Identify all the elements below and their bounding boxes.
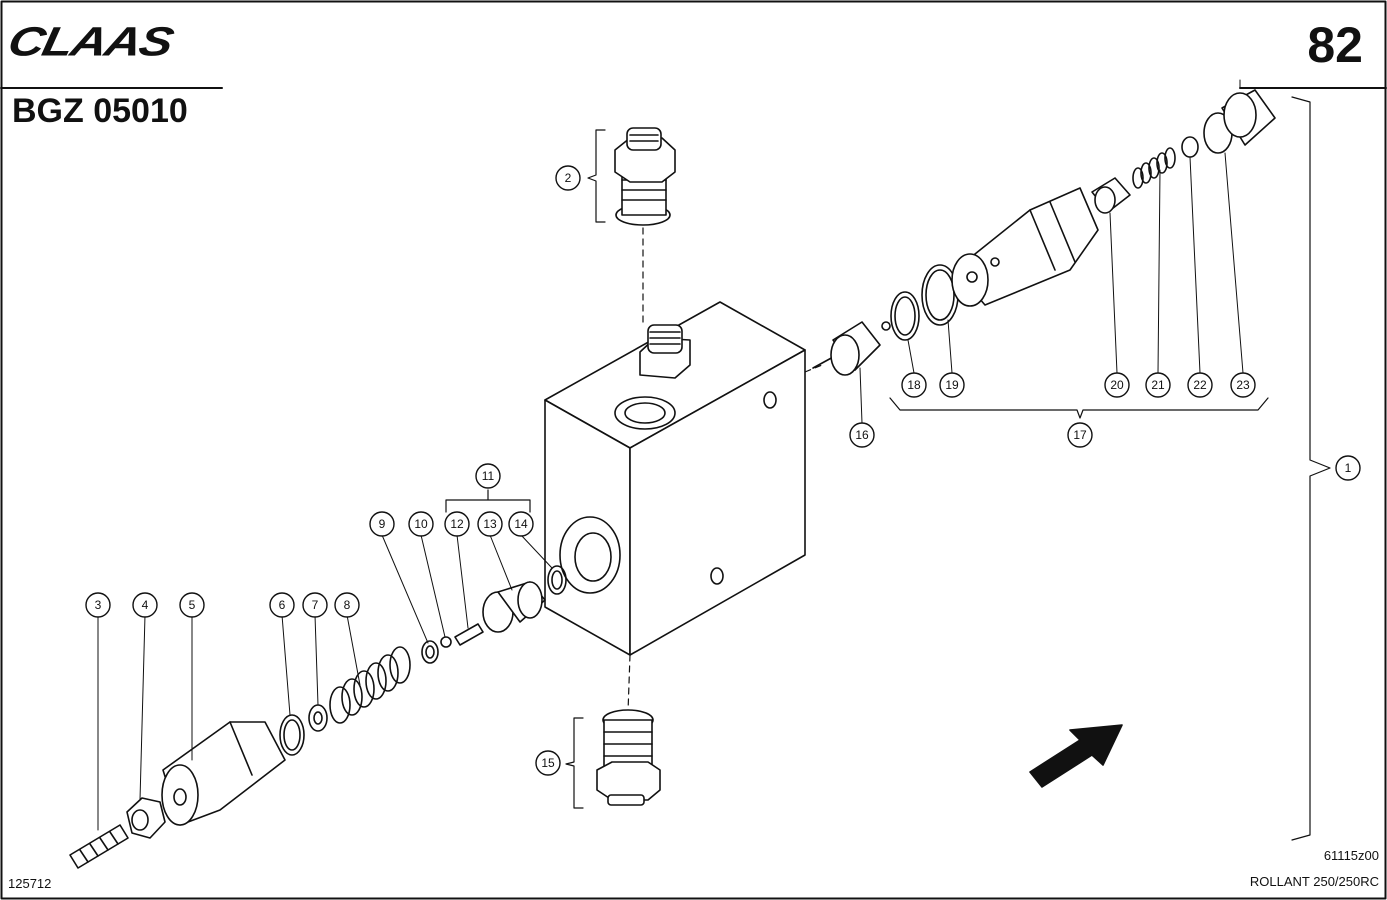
brackets bbox=[445, 96, 1331, 841]
diagram-code: BGZ 05010 bbox=[12, 92, 188, 130]
valve-block bbox=[544, 301, 806, 656]
right-exploded-parts bbox=[812, 89, 1276, 376]
callout-12: 12 bbox=[450, 517, 464, 531]
callout-2: 2 bbox=[565, 171, 572, 185]
part-2-fitting bbox=[614, 127, 676, 226]
part-8-spring bbox=[329, 646, 411, 724]
callout-4: 4 bbox=[142, 598, 149, 612]
callout-8: 8 bbox=[344, 598, 351, 612]
callout-10: 10 bbox=[414, 517, 428, 531]
callout-19: 19 bbox=[945, 378, 959, 392]
callout-13: 13 bbox=[483, 517, 497, 531]
footer-model: ROLLANT 250/250RC bbox=[1249, 874, 1379, 889]
callout-21: 21 bbox=[1151, 378, 1165, 392]
callout-20: 20 bbox=[1110, 378, 1124, 392]
callout-17: 17 bbox=[1073, 428, 1087, 442]
callout-3: 3 bbox=[95, 598, 102, 612]
arrow-icon bbox=[1029, 724, 1123, 788]
callout-22: 22 bbox=[1193, 378, 1207, 392]
callout-bubbles bbox=[85, 165, 1361, 776]
callout-11: 11 bbox=[482, 469, 495, 483]
part-15-fitting bbox=[596, 709, 661, 806]
callout-9: 9 bbox=[379, 517, 386, 531]
callout-1: 1 bbox=[1345, 461, 1352, 475]
page-number: 82 bbox=[1307, 17, 1363, 73]
footer-reference: 61115z00 bbox=[1323, 848, 1379, 863]
block-top-fitting bbox=[639, 324, 691, 379]
callout-14: 14 bbox=[514, 517, 528, 531]
callout-18: 18 bbox=[907, 378, 921, 392]
callout-16: 16 bbox=[855, 428, 869, 442]
part-21-spring bbox=[1132, 147, 1176, 189]
callout-leaders bbox=[97, 152, 1244, 831]
callout-15: 15 bbox=[541, 756, 555, 770]
callout-6: 6 bbox=[279, 598, 286, 612]
left-exploded-parts bbox=[69, 565, 567, 869]
callout-23: 23 bbox=[1236, 378, 1250, 392]
callout-7: 7 bbox=[312, 598, 319, 612]
footer-left-code: 125712 bbox=[8, 876, 52, 891]
callout-5: 5 bbox=[189, 598, 196, 612]
